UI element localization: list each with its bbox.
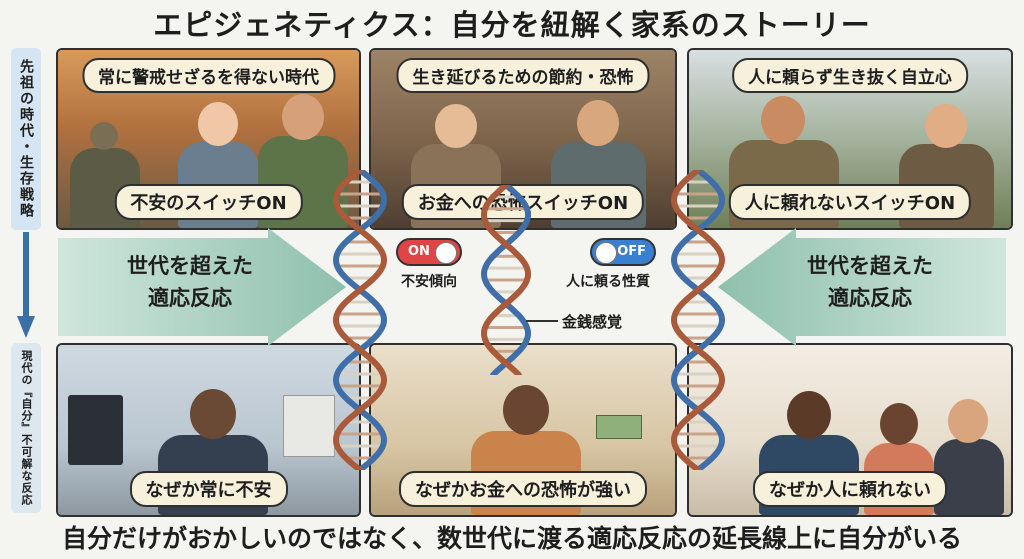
panel-caption: 常に警戒せざるを得ない時代 [82, 58, 335, 93]
generation-label-left: 世代を超えた 適応反応 [90, 250, 290, 314]
generation-arrow-left-icon [58, 228, 346, 346]
panel-caption: 人に頼らず生き抜く自立心 [732, 58, 968, 93]
sidebar-modern-text: 現代の『自分』不可解な反応 [20, 350, 33, 506]
panel-caption: 生き延びるための節約・恐怖 [396, 58, 650, 93]
sidebar-modern-label: 現代の『自分』不可解な反応 [11, 343, 41, 513]
reliance-trait-label: 人に頼る性質 [566, 274, 650, 290]
switch-on-badge: 人に頼れないスイッチON [728, 184, 972, 220]
dna-strand [670, 170, 726, 470]
anxiety-toggle-switch[interactable]: ON [396, 238, 462, 266]
sidebar-ancestors-label: 先祖の時代・生存戦略 [11, 48, 41, 230]
modern-panel-money: なぜかお金への恐怖が強い [369, 343, 677, 517]
panel-caption: なぜかお金への恐怖が強い [399, 471, 647, 507]
dna-helix-left-icon [332, 170, 388, 470]
generation-label-line2: 適応反応 [148, 286, 232, 310]
monitor-illustration [68, 395, 123, 465]
reliance-toggle-switch[interactable]: OFF [590, 238, 656, 266]
generation-label-line1: 世代を超えた [807, 254, 933, 278]
ancestor-panel-independence: 人に頼らず生き抜く自立心 人に頼れないスイッチON [687, 48, 1013, 230]
generation-label-line2: 適応反応 [828, 286, 912, 310]
dna-helix-center-icon [481, 185, 531, 375]
panel-caption: なぜか人に頼れない [753, 471, 947, 507]
dna-strand [481, 185, 531, 375]
toggle-knob [435, 242, 457, 264]
switch-on-badge: 不安のスイッチON [114, 184, 303, 220]
anxiety-tendency-label: 不安傾向 [401, 274, 457, 290]
panel-caption: なぜか常に不安 [129, 471, 288, 507]
modern-panel-anxiety: なぜか常に不安 [56, 343, 361, 517]
modern-panel-reliance: なぜか人に頼れない [687, 343, 1013, 517]
dna-strand [332, 170, 388, 470]
page-title: エピジェネティクス：自分を紐解く家系のストーリー [153, 8, 871, 42]
colleague-man-figure [934, 391, 1004, 515]
toggle-state-label: OFF [617, 244, 646, 259]
document-stack-illustration [283, 395, 335, 457]
generation-label-line1: 世代を超えた [127, 254, 253, 278]
gene-pointer-line-icon [526, 320, 558, 322]
money-sense-label: 金銭感覚 [562, 313, 623, 331]
banknote-illustration [596, 415, 642, 439]
generation-arrow-right-icon [718, 228, 1006, 346]
dna-strand [332, 170, 388, 470]
ancestor-panel-war: 常に警戒せざるを得ない時代 不安のスイッチON [56, 48, 361, 230]
dna-helix-right-icon [670, 170, 726, 470]
dna-strand [670, 170, 726, 470]
footer-message: 自分だけがおかしいのではなく、数世代に渡る適応反応の延長線上に自分がいる [61, 524, 962, 553]
toggle-knob [595, 242, 617, 264]
toggle-state-label: ON [408, 244, 430, 259]
dna-strand [481, 185, 531, 375]
sidebar-ancestors-text: 先祖の時代・生存戦略 [18, 59, 34, 219]
generation-label-right: 世代を超えた 適応反応 [770, 250, 970, 314]
down-arrow-icon [17, 232, 35, 338]
